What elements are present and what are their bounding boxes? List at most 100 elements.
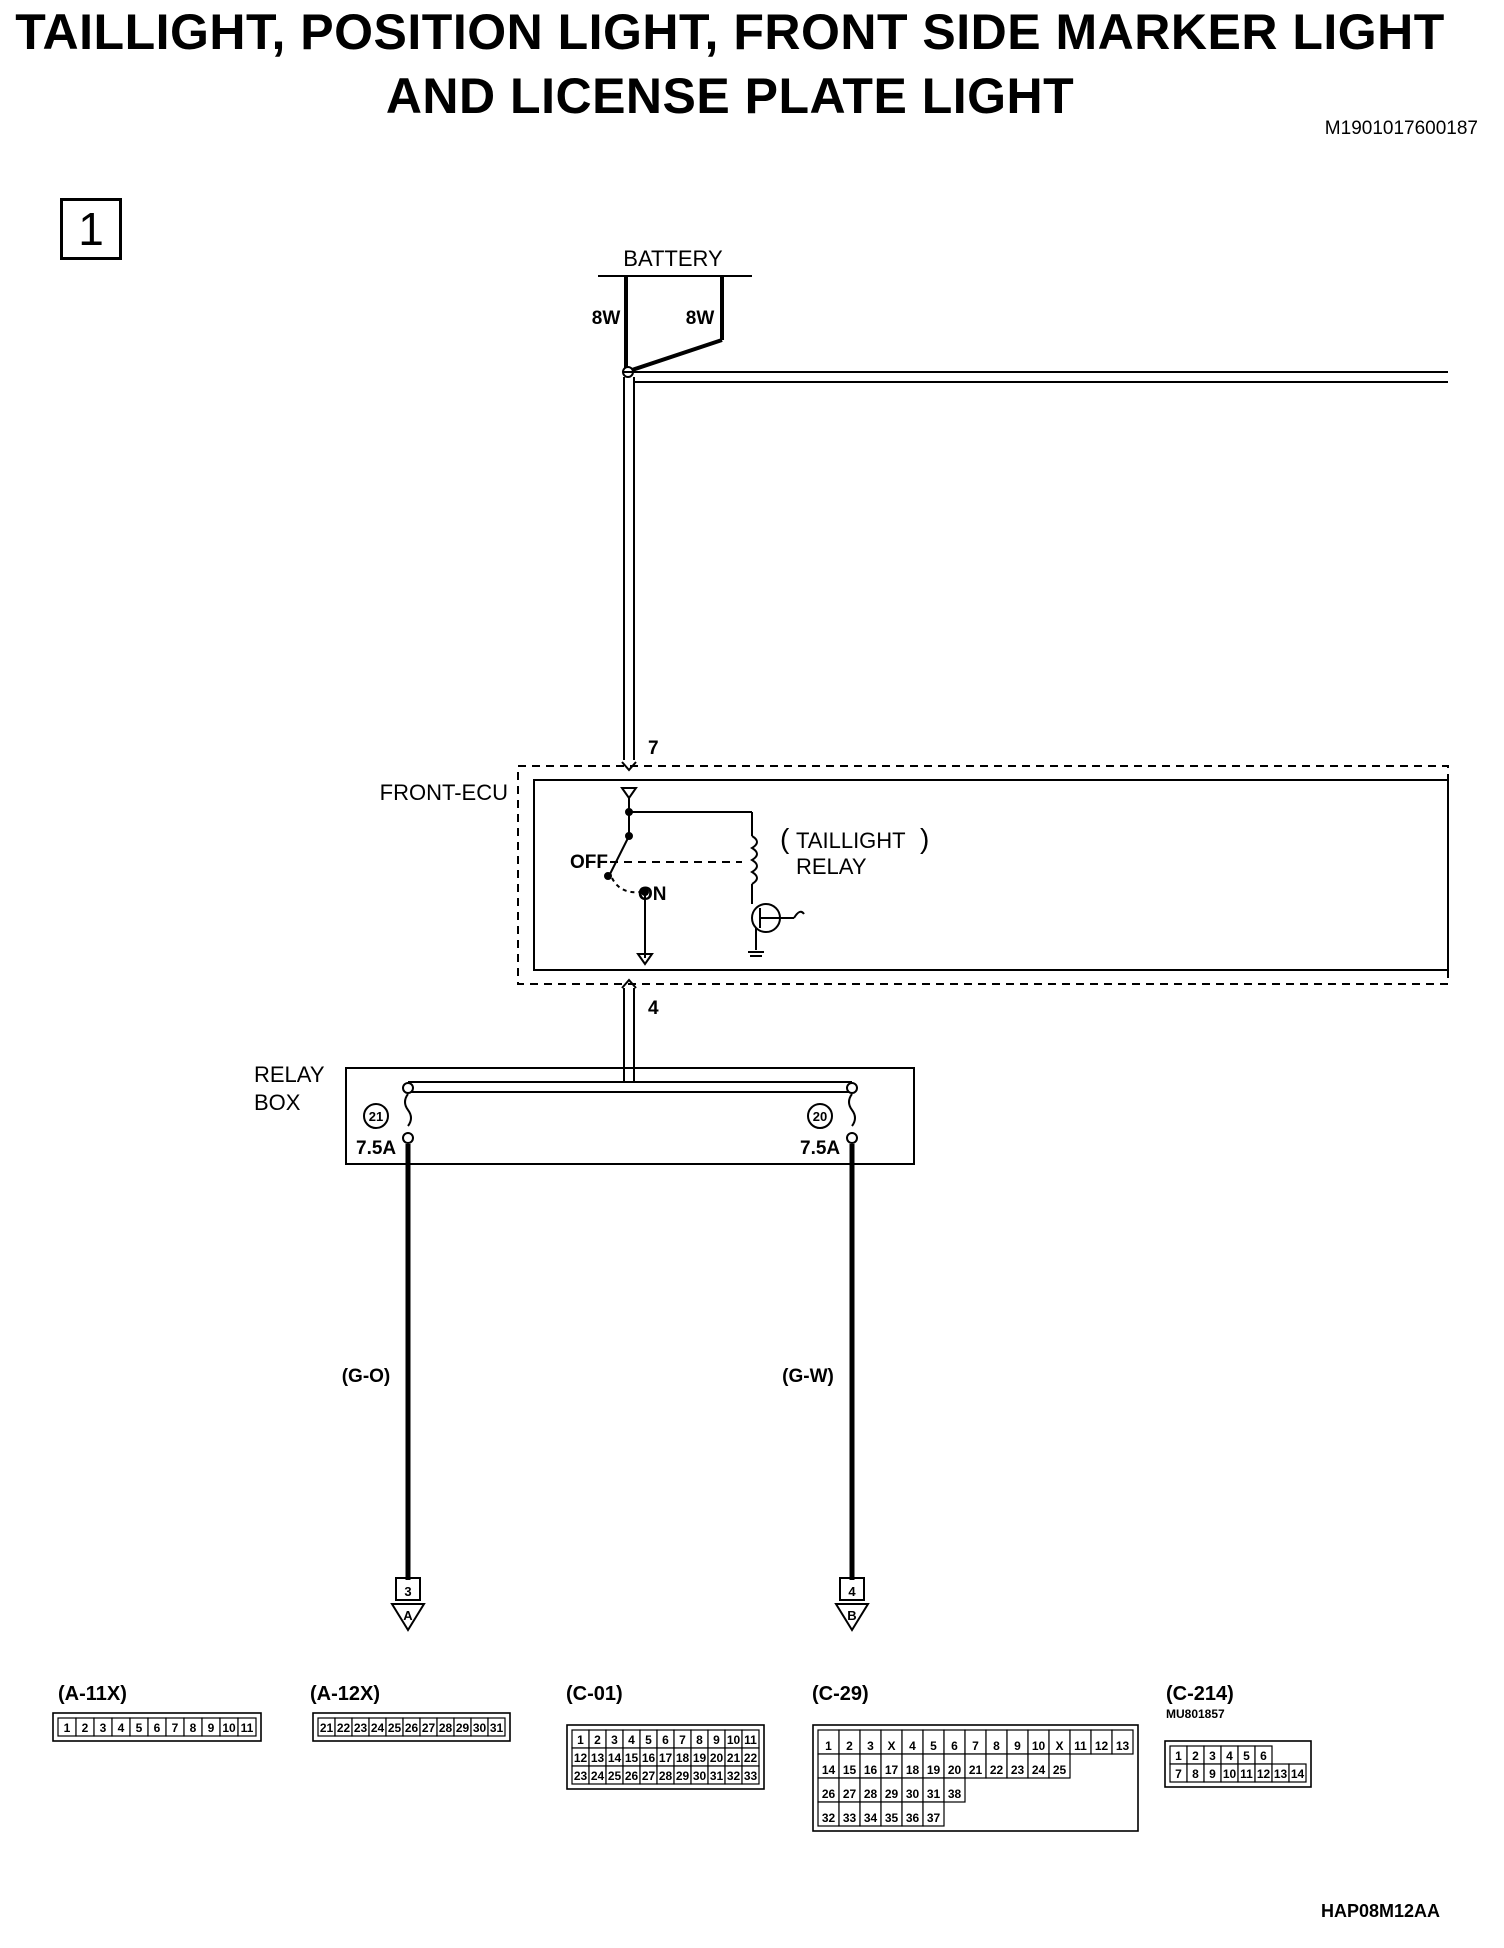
- connector-pin-number: 1: [64, 1721, 71, 1735]
- connector-pin-cell: [237, 1717, 257, 1737]
- connector-pin-number: 2: [594, 1733, 601, 1747]
- connector-pin-number: 13: [591, 1751, 605, 1765]
- connector-pin-number: 21: [727, 1751, 741, 1765]
- connector-pin-number: 23: [1011, 1763, 1025, 1777]
- connector-pin-number: 37: [927, 1811, 941, 1825]
- connector-name: (A-11X): [58, 1683, 127, 1705]
- fuse-20-rating: 7.5A: [800, 1138, 840, 1159]
- connector-pin-number: 8: [993, 1739, 1000, 1753]
- connector-pin-number: 13: [1274, 1767, 1288, 1781]
- connector-pin-number: 19: [927, 1763, 941, 1777]
- connector-pin-number: 14: [822, 1763, 836, 1777]
- terminal-b-letter: B: [847, 1608, 856, 1623]
- connector-pin-number: 31: [927, 1787, 941, 1801]
- relay-box-label-line2: BOX: [254, 1090, 301, 1115]
- connector-pin-number: 11: [241, 1721, 254, 1735]
- connector-pin-number: 11: [1240, 1767, 1253, 1781]
- connector-pin-number: 18: [906, 1763, 920, 1777]
- connector-pin-number: 30: [906, 1787, 920, 1801]
- connector-pin-number: 12: [574, 1751, 588, 1765]
- relay-paren-left: (: [780, 823, 790, 854]
- connector-housing: [52, 1712, 262, 1742]
- connector-part-number: MU801857: [1166, 1707, 1225, 1721]
- connector-pin-cell: [1288, 1763, 1307, 1783]
- connector-pin-number: 22: [744, 1751, 758, 1765]
- connector-pin-number: 32: [822, 1811, 836, 1825]
- connector-pin-number: X: [1055, 1739, 1063, 1753]
- connector-name: (A-12X): [310, 1683, 380, 1705]
- connector-pin-number: 23: [354, 1721, 368, 1735]
- page-title-line2: AND LICENSE PLATE LIGHT: [385, 68, 1075, 124]
- connector-pin-number: 36: [906, 1811, 920, 1825]
- relay-box-label-line1: RELAY: [254, 1062, 325, 1087]
- fuse-21-rating: 7.5A: [356, 1138, 396, 1159]
- connector-pin-number: 8: [190, 1721, 197, 1735]
- connector-pin-number: 24: [371, 1721, 385, 1735]
- connector-pin-cell: [943, 1777, 966, 1803]
- connector-pin-number: 9: [208, 1721, 215, 1735]
- ecu-pin-in: 7: [648, 738, 659, 759]
- connector-pin-number: 10: [222, 1721, 236, 1735]
- fuse-21-number: 21: [369, 1109, 383, 1124]
- connector-pin-number: 22: [990, 1763, 1004, 1777]
- connector-pin-number: 4: [118, 1721, 125, 1735]
- connector-pin-number: 20: [710, 1751, 724, 1765]
- connector-pin-number: X: [887, 1739, 895, 1753]
- connector-pin-number: 26: [822, 1787, 836, 1801]
- connector-pin-number: 17: [885, 1763, 899, 1777]
- connector-pin-number: 26: [405, 1721, 419, 1735]
- connector-pin-number: 33: [843, 1811, 857, 1825]
- switch-on-label: ON: [638, 884, 667, 905]
- connector-pin-number: 34: [864, 1811, 878, 1825]
- terminal-b: [834, 1577, 870, 1632]
- connector-pin-number: 28: [864, 1787, 878, 1801]
- connector-pin-number: 6: [1260, 1749, 1267, 1763]
- connector-housing: [312, 1712, 511, 1742]
- connector-pin-number: 5: [930, 1739, 937, 1753]
- connector-pin-cell: [741, 1765, 760, 1785]
- connector-pin-number: 3: [1209, 1749, 1216, 1763]
- connector-pin-number: 15: [843, 1763, 857, 1777]
- connector-pin-number: 5: [645, 1733, 652, 1747]
- connector-pin-number: 27: [642, 1769, 656, 1783]
- terminal-a-letter: A: [403, 1608, 413, 1623]
- connector-pin-number: 12: [1257, 1767, 1271, 1781]
- connector-pin-number: 6: [951, 1739, 958, 1753]
- connector-pin-number: 5: [136, 1721, 143, 1735]
- connector-housing: [1164, 1740, 1312, 1788]
- connector-pin-number: 25: [388, 1721, 402, 1735]
- terminal-b-connector: 4: [848, 1584, 856, 1599]
- connector-pin-number: 30: [473, 1721, 487, 1735]
- connector-pin-number: 29: [456, 1721, 470, 1735]
- front-ecu-label: FRONT-ECU: [380, 780, 508, 805]
- sheet-number-box: 1: [60, 198, 122, 260]
- switch-off-label: OFF: [570, 852, 608, 873]
- connector-name: (C-29): [812, 1683, 869, 1705]
- relay-label-line2: RELAY: [796, 854, 867, 879]
- connector-pin-number: 26: [625, 1769, 639, 1783]
- ecu-pin-out: 4: [648, 998, 659, 1019]
- connector-pin-number: 19: [693, 1751, 707, 1765]
- connector-pin-number: 11: [744, 1733, 757, 1747]
- fuse-20: [807, 1082, 858, 1144]
- connector-pin-number: 17: [659, 1751, 673, 1765]
- battery-label: BATTERY: [623, 246, 723, 271]
- battery-wire-left: 8W: [592, 308, 621, 329]
- connector-pin-number: 35: [885, 1811, 899, 1825]
- connector-pin-number: 4: [1226, 1749, 1233, 1763]
- connector-pin-number: 2: [82, 1721, 89, 1735]
- connector-pin-cell: [487, 1717, 506, 1737]
- connector-pin-number: 2: [846, 1739, 853, 1753]
- connector-pin-number: 13: [1116, 1739, 1130, 1753]
- battery-wire-right: 8W: [686, 308, 715, 329]
- connector-pin-number: 9: [1209, 1767, 1216, 1781]
- connector-pin-number: 8: [696, 1733, 703, 1747]
- connector-pin-number: 12: [1095, 1739, 1109, 1753]
